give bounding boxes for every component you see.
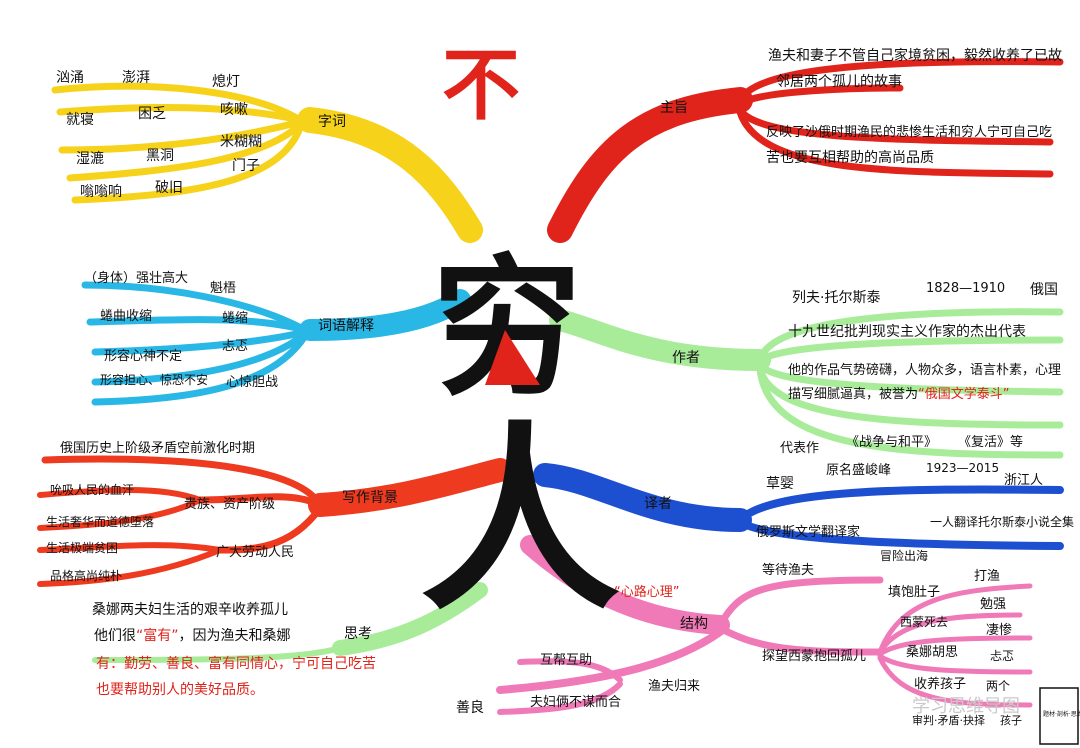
word-item: 黑洞 — [146, 148, 174, 164]
author-works-label: 代表作 — [780, 441, 819, 456]
branch-explain-label: 词语解释 — [318, 318, 374, 334]
branch-thinking — [92, 582, 488, 663]
author-line: 他的作品气势磅礴，人物众多，语言朴素，心理 — [788, 362, 1061, 378]
title-red-triangle — [485, 330, 540, 385]
corner-note-box — [1039, 687, 1079, 745]
word-item: 湿漉 — [76, 151, 104, 167]
background-item: 生活极端贫困 — [46, 540, 118, 555]
explain-word: 忐忑 — [222, 339, 248, 354]
structure-item: 西蒙死去 — [900, 615, 948, 629]
word-item: 米糊糊 — [220, 134, 262, 150]
theme-line: 苦也要互相帮助的高尚品质 — [766, 149, 934, 166]
explain-word: 魁梧 — [210, 280, 236, 296]
word-item: 就寝 — [66, 111, 94, 128]
word-item: 汹涌 — [56, 70, 84, 86]
structure-item: 桑娜胡思 — [906, 645, 958, 660]
corner-note-text: 题材·剖析·思路 — [1043, 710, 1080, 718]
background-top: 俄国历史上阶级矛盾空前激化时期 — [60, 440, 255, 456]
author-line3-text: 描写细腻逼真，被誉为 — [788, 387, 918, 402]
author-work: 《复活》等 — [958, 434, 1023, 450]
author-name: 列夫·托尔斯泰 — [792, 290, 880, 306]
branch-author — [549, 308, 1064, 459]
word-item: 熄灯 — [212, 73, 240, 90]
branch-thinking-label: 思考 — [344, 626, 372, 642]
background-item: 生活奢华而道德堕落 — [46, 514, 154, 529]
word-item: 嗡嗡响 — [80, 184, 122, 200]
structure-item: 审判·矛盾·抉择 — [912, 713, 985, 727]
branch-words-label: 字词 — [318, 114, 346, 130]
structure-item: 渔夫归来 — [648, 679, 700, 694]
structure-note: “心路心理” — [614, 584, 679, 600]
thinking-line: 有：勤劳、善良、富有同情心，宁可自己吃苦 — [96, 655, 376, 672]
title-bu: 不 — [442, 41, 520, 131]
word-item: 澎湃 — [122, 70, 150, 86]
author-work: 《战争与和平》 — [846, 435, 937, 450]
translator-line: 一人翻译托尔斯泰小说全集 — [930, 514, 1074, 529]
branch-author-label: 作者 — [672, 350, 700, 366]
branch-translator-label: 译者 — [644, 496, 672, 512]
thinking-line2-a: 他们很 — [94, 628, 136, 644]
translator-line: 俄罗斯文学翻译家 — [756, 524, 860, 540]
author-years: 1828—1910 — [926, 281, 1005, 296]
structure-item: 探望西蒙抱回孤儿 — [762, 648, 866, 664]
structure-item: 填饱肚子 — [888, 585, 940, 600]
thinking-line: 他们很“富有”，因为渔夫和桑娜 — [94, 627, 291, 644]
structure-item: 两个 — [986, 679, 1010, 693]
theme-line: 反映了沙俄时期渔民的悲惨生活和穷人宁可自己吃 — [766, 124, 1052, 140]
theme-line: 渔夫和妻子不管自己家境贫困，毅然收养了已故 — [768, 47, 1062, 64]
structure-item: 等待渔夫 — [762, 562, 814, 578]
explain-term: 形容心神不定 — [104, 348, 182, 364]
word-item: 门子 — [232, 158, 260, 174]
structure-item: 忐忑 — [990, 649, 1014, 663]
translator-hometown: 浙江人 — [1004, 473, 1043, 488]
thinking-line2-b: ，因为渔夫和桑娜 — [179, 628, 291, 644]
branch-background-label: 写作背景 — [342, 490, 398, 506]
translator-name: 草婴 — [766, 476, 794, 492]
background-item: 吮吸人民的血汗 — [50, 482, 134, 497]
background-people-label: 广大劳动人民 — [216, 544, 294, 560]
branch-explain — [81, 281, 471, 406]
author-country: 俄国 — [1030, 282, 1058, 298]
title-ren: 人 — [420, 405, 620, 638]
explain-word: 心惊胆战 — [226, 375, 278, 390]
theme-line: 邻居两个孤儿的故事 — [776, 74, 902, 90]
thinking-line: 桑娜两夫妇生活的艰辛收养孤儿 — [92, 601, 288, 618]
explain-term: 蜷曲收缩 — [100, 308, 152, 324]
structure-item: 冒险出海 — [880, 548, 928, 563]
word-item: 破旧 — [155, 180, 183, 196]
branch-structure-label: 结构 — [680, 616, 708, 632]
thinking-line: 也要帮助别人的美好品质。 — [96, 682, 264, 698]
structure-item: 夫妇俩不谋而合 — [530, 694, 621, 710]
branch-words — [51, 82, 483, 243]
author-title-quote: “俄国文学泰斗” — [918, 386, 1009, 402]
structure-item: 善良 — [456, 700, 484, 716]
branch-theme — [547, 58, 1064, 243]
explain-term: （身体）强壮高大 — [84, 270, 188, 286]
word-item: 咳嗽 — [220, 102, 248, 118]
branch-theme-label: 主旨 — [660, 100, 688, 116]
explain-term: 形容担心、惊恐不安 — [100, 372, 208, 387]
branch-background — [37, 455, 512, 587]
structure-item: 互帮互助 — [540, 653, 592, 668]
watermark-text: 学习思维导图 — [912, 696, 1020, 717]
structure-item: 孩子 — [1000, 714, 1022, 727]
structure-item: 收养孩子 — [914, 676, 966, 692]
translator-years: 1923—2015 — [926, 461, 999, 475]
title-qiong: 穷 — [432, 242, 582, 416]
branch-translator — [533, 463, 1064, 550]
thinking-rich-quote: “富有” — [136, 627, 179, 644]
structure-item: 勉强 — [980, 597, 1006, 612]
author-line: 描写细腻逼真，被誉为“俄国文学泰斗” — [788, 386, 1010, 402]
structure-item: 打渔 — [974, 569, 1000, 584]
word-item: 困乏 — [138, 106, 166, 122]
author-line: 十九世纪批判现实主义作家的杰出代表 — [788, 323, 1026, 340]
branch-structure — [496, 535, 1033, 715]
structure-item: 凄惨 — [986, 622, 1012, 638]
background-noble-label: 贵族、资产阶级 — [184, 496, 275, 512]
translator-origin: 原名盛峻峰 — [826, 462, 891, 478]
explain-word: 蜷缩 — [222, 310, 248, 326]
background-item: 品格高尚纯朴 — [50, 568, 122, 583]
